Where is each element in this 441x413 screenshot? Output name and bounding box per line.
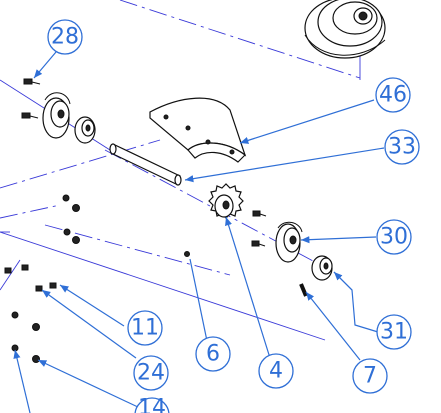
bearing-collar-left bbox=[74, 116, 96, 144]
callout-7-label: 7 bbox=[363, 364, 377, 389]
drive-shaft bbox=[109, 143, 182, 186]
callout-6: 6 bbox=[195, 336, 231, 372]
callout-31-label: 31 bbox=[380, 320, 408, 345]
callout-6-label: 6 bbox=[206, 342, 220, 367]
screw-left-mid bbox=[21, 112, 39, 119]
sprocket bbox=[208, 183, 244, 219]
callout-24: 24 bbox=[133, 355, 169, 391]
callout-11-label: 11 bbox=[131, 316, 159, 341]
hardware-left-cluster bbox=[4, 194, 80, 363]
belt-cover bbox=[149, 97, 247, 163]
callout-33: 33 bbox=[384, 129, 420, 165]
screw-left-top bbox=[23, 78, 41, 85]
pulley-wheel bbox=[304, 0, 386, 59]
callout-46: 46 bbox=[375, 77, 411, 113]
callout-31: 31 bbox=[376, 314, 412, 350]
set-pin bbox=[299, 283, 308, 297]
callout-28-label: 28 bbox=[51, 25, 79, 50]
callout-14: 14 bbox=[134, 396, 170, 413]
ball bbox=[184, 251, 190, 257]
callout-28: 28 bbox=[47, 19, 83, 55]
callout-11: 11 bbox=[127, 310, 163, 346]
callout-4-label: 4 bbox=[269, 359, 283, 384]
bearing-flange-right bbox=[275, 221, 303, 263]
callout-33-label: 33 bbox=[388, 135, 416, 160]
assembly-axis-lines bbox=[0, 0, 361, 341]
callout-46-label: 46 bbox=[379, 83, 407, 108]
bearing-flange-left bbox=[42, 92, 71, 139]
callout-14-label: 14 bbox=[138, 396, 166, 413]
callout-30-label: 30 bbox=[380, 225, 408, 250]
callout-24-label: 24 bbox=[137, 361, 165, 386]
callout-7: 7 bbox=[352, 358, 388, 394]
screw-right-bottom bbox=[251, 240, 266, 247]
callout-4: 4 bbox=[258, 353, 294, 389]
bearing-collar-right bbox=[311, 255, 333, 281]
callout-30: 30 bbox=[376, 219, 412, 255]
leader-lines bbox=[13, 51, 385, 413]
screw-right-top bbox=[252, 210, 267, 217]
